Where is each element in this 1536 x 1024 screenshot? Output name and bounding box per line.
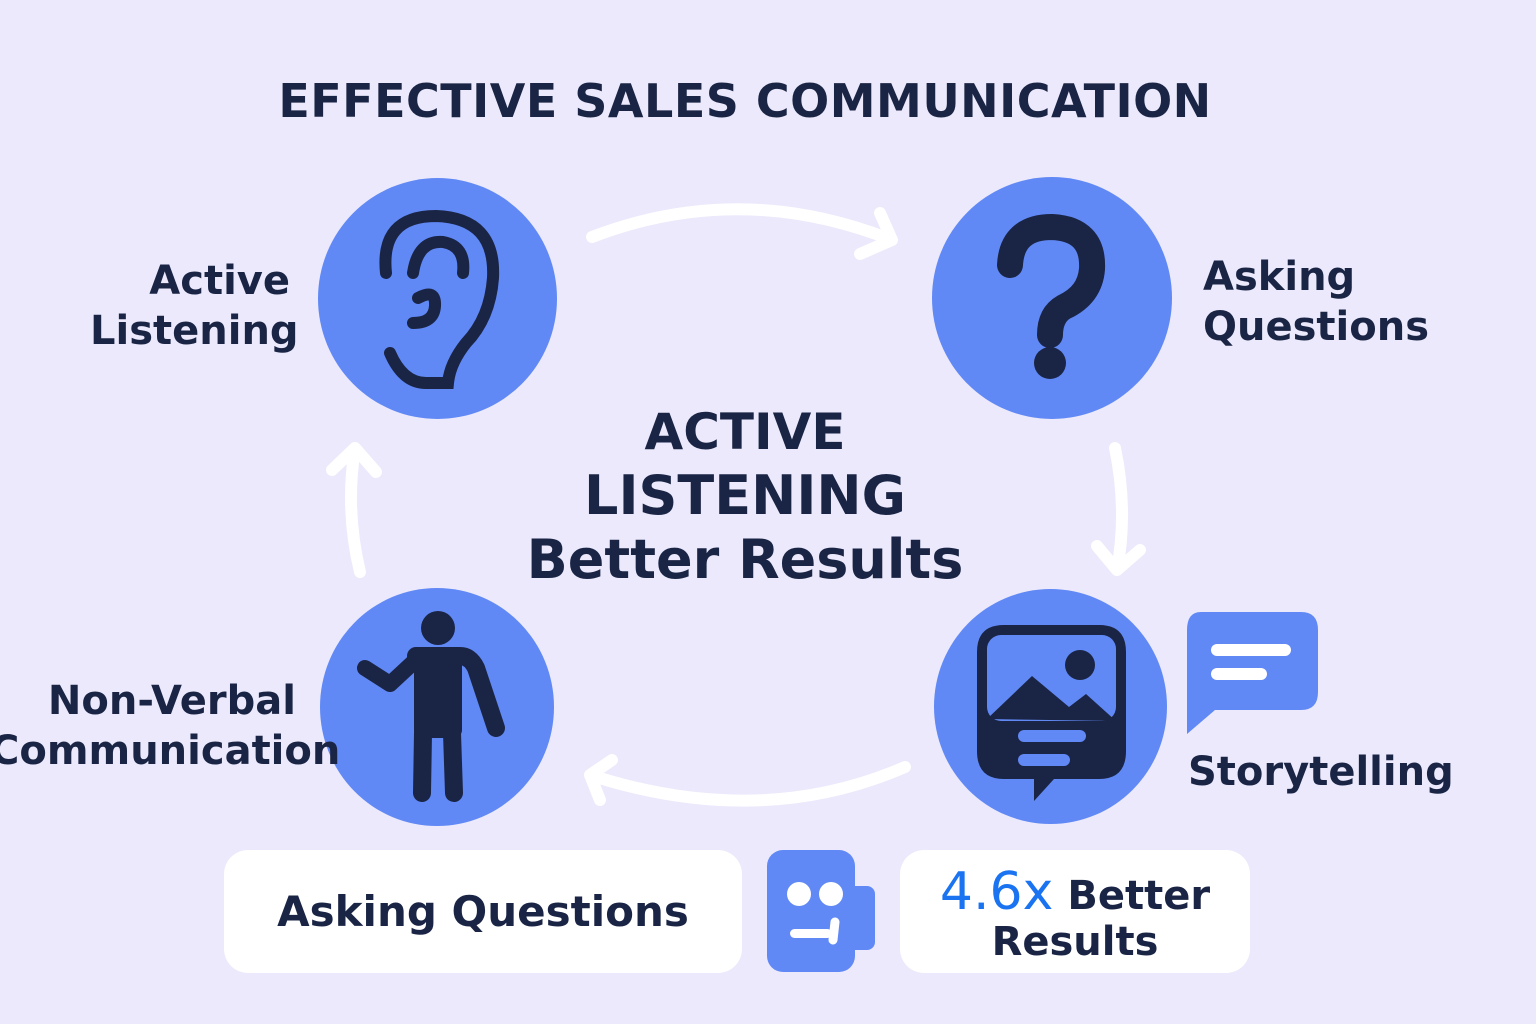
card-label: Asking Questions [277, 887, 689, 936]
asking-questions-label: Asking Questions [1203, 252, 1429, 352]
center-line-3: Better Results [526, 528, 964, 591]
non-verbal-label: Non-Verbal Communication [0, 676, 341, 776]
storytelling-label: Storytelling [1188, 749, 1454, 795]
asking-questions-circle [932, 177, 1172, 419]
label-line: Active [149, 258, 290, 304]
arrow-left [326, 442, 382, 578]
active-listening-circle [318, 178, 557, 419]
stat-line-2: Results [991, 919, 1159, 965]
chat-bubble-icon [1187, 612, 1318, 734]
stat-line-1: 4.6x Better [900, 866, 1250, 920]
label-line: Listening [90, 308, 299, 354]
center-line-1: ACTIVE [644, 403, 846, 461]
ear-icon [379, 209, 500, 389]
stat-card: 4.6x Better Results [900, 850, 1250, 973]
arrow-right [1091, 442, 1146, 576]
label-line: Non-Verbal [47, 678, 296, 724]
active-listening-label: Active Listening [90, 256, 299, 356]
arrow-bottom [584, 754, 911, 807]
center-line-2: LISTENING [584, 464, 906, 527]
person-waving-icon [357, 611, 505, 802]
stat-value: 4.6x [939, 862, 1054, 922]
arrow-top [586, 203, 898, 260]
stat-text: Better [1067, 873, 1211, 919]
storytelling-circle [934, 589, 1167, 824]
chatbot-face-icon [767, 850, 875, 972]
asking-questions-card: Asking Questions [224, 850, 742, 973]
image-speech-bubble-icon [977, 625, 1126, 801]
center-message: ACTIVE LISTENING Better Results [500, 400, 990, 592]
question-mark-icon [997, 213, 1106, 379]
non-verbal-circle [320, 588, 554, 826]
label-line: Asking [1203, 254, 1356, 300]
label-line: Communication [0, 728, 341, 774]
page-title: EFFECTIVE SALES COMMUNICATION [278, 74, 1212, 128]
label-line: Questions [1203, 304, 1430, 350]
